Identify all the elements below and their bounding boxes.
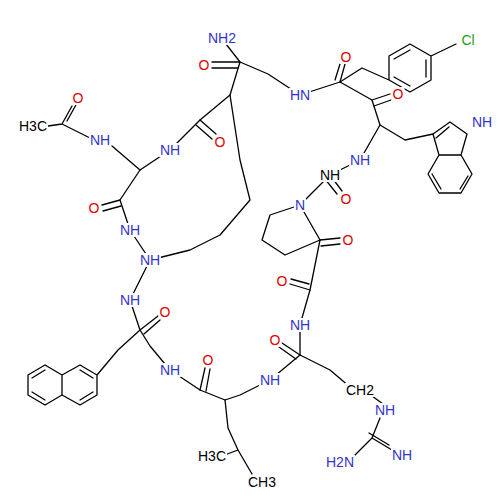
atom-label: NH [289,318,311,332]
atom-label: NH2 [207,31,237,45]
atom-label: O [392,87,405,101]
acetyl-group [48,103,140,170]
atom-label: Cl [460,33,475,47]
atom-label: H3C [197,449,227,463]
amide-bond [212,44,240,68]
atom-label: NH [159,143,181,157]
atom-label: O [340,50,353,64]
chlorophenyl-ring [340,44,456,92]
atom-label: NH [89,133,111,147]
atom-label: NH [119,223,141,237]
atom-label: NH [374,403,396,417]
atom-label: CH2 [345,383,375,397]
atom-label: NH [391,448,413,462]
atom-label: O [72,91,85,105]
carbonyl-bond [102,64,391,391]
atom-label: H2N [325,455,355,469]
atom-label: N [294,198,306,212]
atom-label: O [88,201,101,215]
atom-label: NH [119,293,141,307]
proline-ring [262,205,320,255]
naphthalene-ring [28,330,140,405]
atom-label: NH [139,253,161,267]
atom-label: NH [471,115,493,129]
atom-label: O [269,333,282,347]
atom-label: O [214,135,227,149]
atom-label: CH3 [247,475,277,489]
atom-label: O [202,353,215,367]
atom-label: O [159,305,172,319]
atom-label: HN [289,88,311,102]
atom-label: H3C [18,119,48,133]
atom-label: O [198,58,211,72]
atom-label: O [342,233,355,247]
backbone-ring [120,62,380,400]
indole-ring [380,122,472,193]
atom-label: O [276,274,289,288]
atom-label: NH [349,153,371,167]
atom-label: NH [259,373,281,387]
atom-label: NH [159,363,181,377]
atom-label: NH [319,168,341,182]
lactam-bridge [150,95,250,260]
atom-label: O [340,192,353,206]
